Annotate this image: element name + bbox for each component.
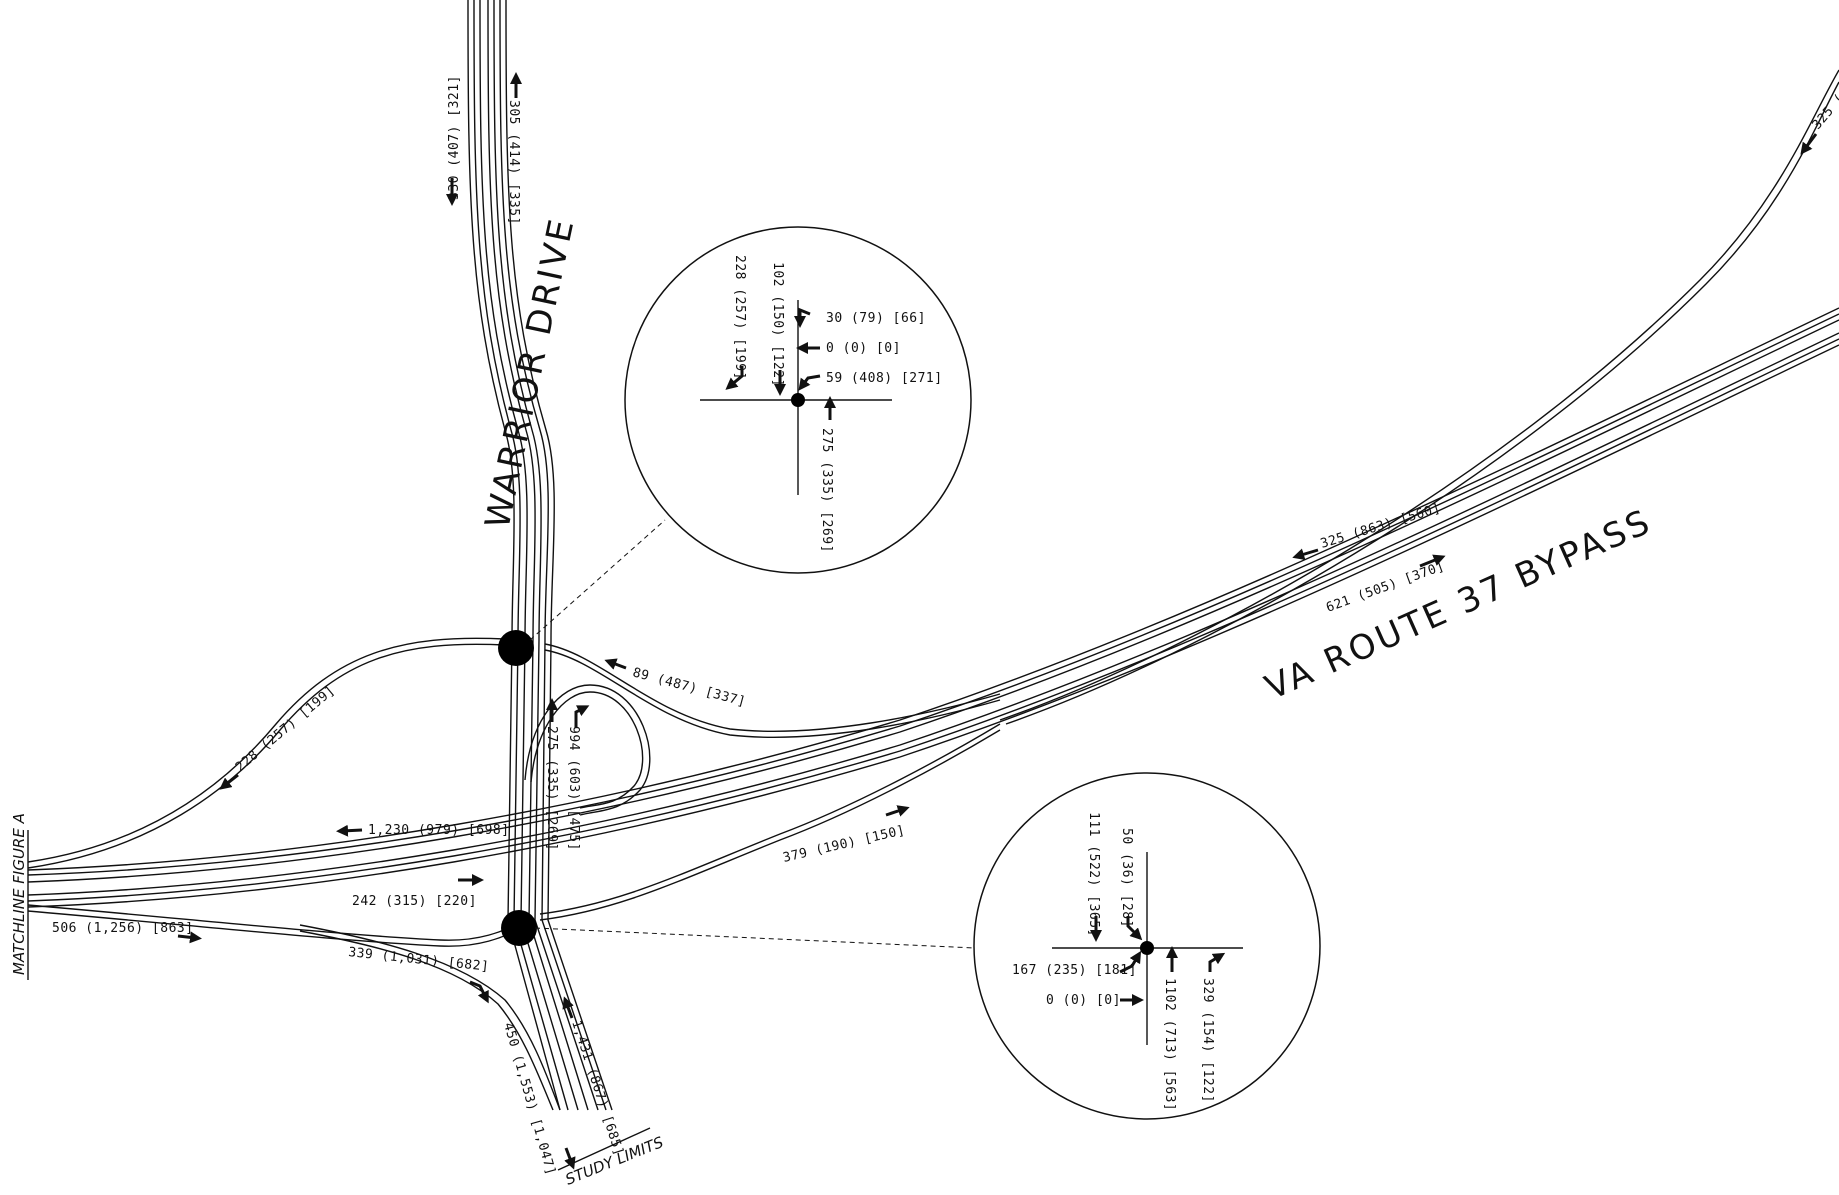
- vol-ramp-994: 994 (603) [475]: [566, 726, 581, 851]
- south-eb-left-arrow: [1119, 950, 1142, 974]
- arrow-ramp-89: [604, 658, 627, 670]
- north-sb-right-arrow: [725, 366, 744, 390]
- north-sb-thru: 102 (150) [122]: [770, 262, 785, 387]
- south-inset-node: [1140, 941, 1154, 955]
- ramp-379: [539, 723, 1001, 921]
- south-nb-thru: 1102 (713) [563]: [1162, 978, 1177, 1111]
- south-sb-thru: 111 (522) [365]: [1086, 812, 1101, 937]
- north-wb-left: 59 (408) [271]: [826, 371, 943, 386]
- vol-rt37-eb-main: 242 (315) [220]: [352, 894, 477, 909]
- north-wb-right-arrow: [794, 307, 811, 328]
- north-inset-node: [791, 393, 805, 407]
- north-leader-line: [529, 519, 666, 641]
- ne-ramp: [999, 69, 1839, 725]
- inner-loop-ramp: [524, 684, 651, 816]
- southwest-ramp: [27, 904, 516, 947]
- south-intersection-node: [501, 910, 537, 946]
- arrow-ramp-994: [574, 705, 590, 728]
- arrow-rt37-e-621: [1419, 554, 1446, 568]
- south-nb-right: 329 (154) [122]: [1200, 978, 1215, 1103]
- vol-rt37-wb-main: 1,230 (979) [698]: [368, 823, 510, 838]
- ramp-339: [299, 924, 561, 1111]
- south-leader-line: [534, 927, 976, 949]
- vol-ramp-339: 339 (1,031) [682]: [348, 945, 490, 975]
- north-inset: 228 (257) [199] 102 (150) [122] 30 (79) …: [624, 226, 972, 574]
- vol-warrior-nb: 305 (414) [335]: [506, 100, 521, 225]
- arrow-warrior-s-1431: [562, 996, 574, 1019]
- arrow-rt37-wb-main: [336, 824, 363, 837]
- vol-loop-ramp-wb: 228 (257) [199]: [233, 683, 338, 775]
- vol-ramp-275: 275 (335) [269]: [544, 726, 559, 851]
- south-sb-left-arrow: [1126, 916, 1143, 941]
- north-intersection-node: [498, 630, 534, 666]
- vol-rt37-ne-325: 325 (863) [560]: [1810, 27, 1839, 132]
- vol-rt37-eb-506: 506 (1,256) [863]: [52, 921, 194, 936]
- warrior-drive-label: WARRIOR DRIVE: [478, 213, 583, 531]
- north-nb-thru: 275 (335) [269]: [819, 428, 834, 553]
- arrow-ramp-339: [469, 980, 489, 1004]
- east-ramp-89: [544, 643, 1001, 738]
- south-eb-thru: 0 (0) [0]: [1046, 993, 1121, 1008]
- north-wb-right: 30 (79) [66]: [826, 311, 926, 326]
- west-loop-ramp: [27, 637, 506, 869]
- south-sb-left: 50 (36) [28]: [1119, 828, 1134, 928]
- south-nb-right-arrow: [1208, 952, 1226, 972]
- warrior-drive-roadway: [467, 0, 613, 1111]
- vol-rt37-e-325: 325 (863) [560]: [1319, 501, 1443, 552]
- north-wb-thru: 0 (0) [0]: [826, 341, 901, 356]
- route37-label: VA ROUTE 37 BYPASS: [1259, 501, 1658, 708]
- south-inset: 111 (522) [365] 50 (36) [28] 167 (235) […: [973, 772, 1321, 1120]
- arrow-ramp-379: [885, 805, 910, 817]
- arrow-rt37-eb-506: [177, 931, 202, 944]
- arrow-loop-ramp-wb: [219, 773, 239, 790]
- arrow-rt37-ne-325: [1800, 133, 1818, 155]
- vol-ramp-379: 379 (190) [150]: [782, 823, 907, 866]
- volume-labels: 330 (407) [321] 305 (414) [335] 228 (257…: [52, 27, 1839, 1177]
- north-wb-left-arrow: [798, 374, 821, 391]
- matchline-label: MATCHLINE FIGURE A: [10, 813, 28, 975]
- north-sb-right: 228 (257) [199]: [732, 255, 747, 380]
- roadways: [27, 0, 1839, 1111]
- vol-warrior-sb: 330 (407) [321]: [447, 75, 462, 200]
- south-eb-left: 167 (235) [181]: [1012, 963, 1137, 978]
- arrow-warrior-s-450: [564, 1147, 576, 1170]
- arrow-rt37-e-325: [1292, 548, 1319, 561]
- vol-warrior-s-1431: 1,431 (867) [685]: [568, 1019, 626, 1158]
